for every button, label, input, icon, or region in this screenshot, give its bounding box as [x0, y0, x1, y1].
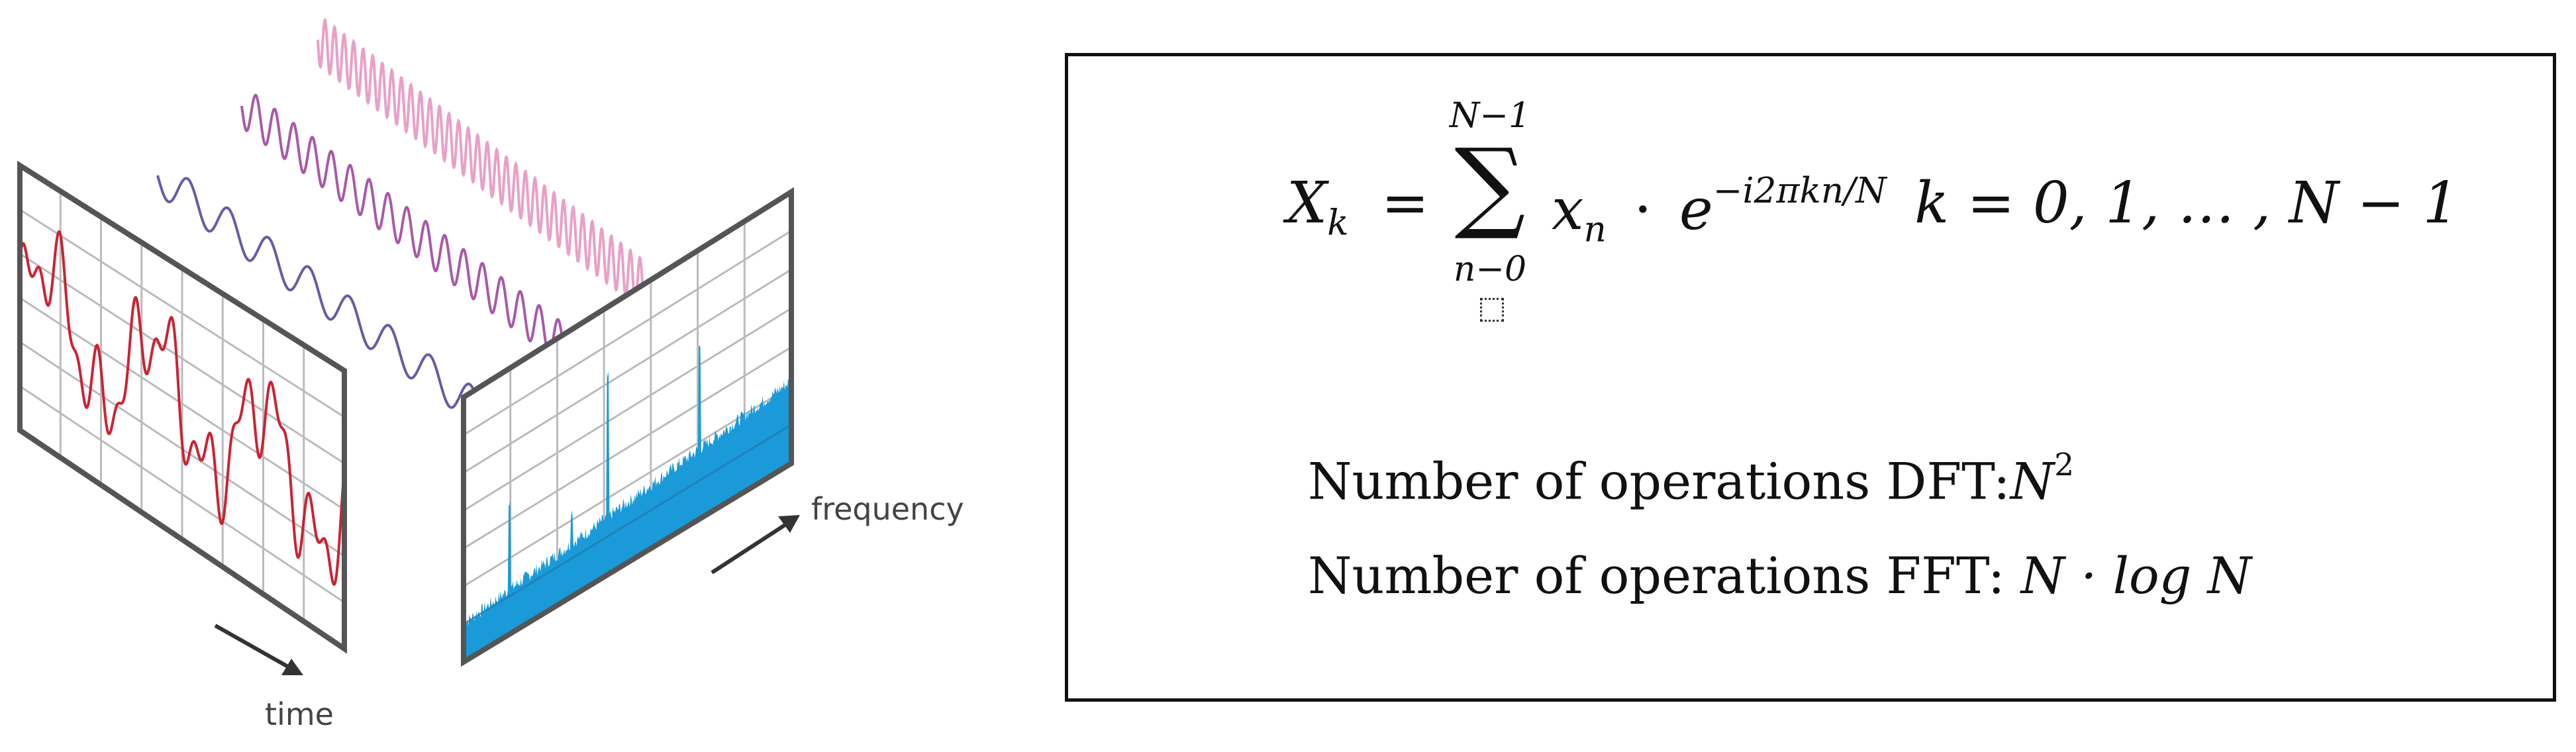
frequency-domain-panel: [461, 187, 794, 667]
dft-illustration: time frequency: [17, 18, 964, 732]
dft-operations-line: Number of operations DFT:N2: [1308, 447, 2075, 511]
dft-lhs: Xk =: [1287, 170, 1429, 244]
low-frequency-wave: [156, 175, 481, 411]
index-range: k = 0, 1, … , N − 1: [1914, 170, 2459, 236]
time-label: time: [265, 696, 334, 732]
fft-operations-line: Number of operations FFT: N · log N: [1308, 546, 2252, 605]
frequency-arrow-icon: [711, 515, 800, 575]
formula-box: Xk = N−1 ∑ n−0 xn · e−i2πkn/N k = 0, 1, …: [1065, 53, 2556, 702]
frequency-spectrum: [464, 345, 791, 662]
sum-upper-limit: N−1: [1449, 96, 1531, 136]
high-frequency-wave: [317, 18, 644, 306]
time-domain-panel: [17, 160, 347, 654]
placeholder-box-icon: [1480, 298, 1504, 322]
sum-lower-limit: n−0: [1453, 250, 1527, 289]
time-signal-curve: [19, 230, 346, 587]
dft-summand: xn · e−i2πkn/N: [1552, 170, 1887, 250]
time-arrow-icon: [214, 624, 303, 675]
frequency-label: frequency: [811, 491, 964, 527]
mid-frequency-wave: [240, 93, 564, 357]
sum-symbol: ∑: [1454, 128, 1526, 243]
